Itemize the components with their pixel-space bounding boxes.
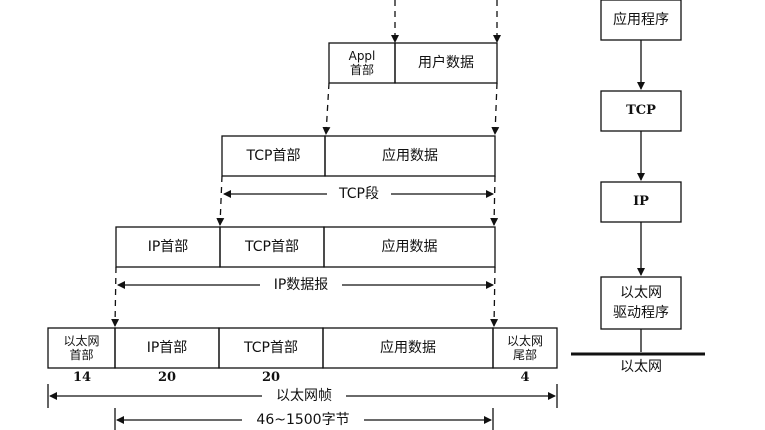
ip-header-box [115, 226, 221, 268]
tcp-header-box [221, 135, 326, 177]
drop-line [491, 82, 500, 135]
drop-line [490, 175, 499, 226]
app-header-box [328, 42, 396, 84]
drop-line [216, 175, 225, 226]
eth-app-data-box [322, 327, 494, 369]
drop-line [111, 266, 120, 327]
ip-app-data-box [323, 226, 496, 268]
eth-header-box [47, 327, 116, 369]
user-data-box [394, 42, 498, 84]
ip-tcp-header-box [219, 226, 325, 268]
drop-line [490, 266, 499, 327]
eth-tcp-header-box [218, 327, 324, 369]
eth-trailer-box [492, 327, 558, 369]
stack-tcp-box [600, 90, 682, 132]
eth-ip-header-box [114, 327, 220, 369]
drop-line [322, 82, 331, 135]
stack-application-box [600, 0, 682, 41]
stack-driver-box [600, 276, 682, 330]
tcp-app-data-box [324, 135, 496, 177]
stack-ip-box [600, 181, 682, 223]
